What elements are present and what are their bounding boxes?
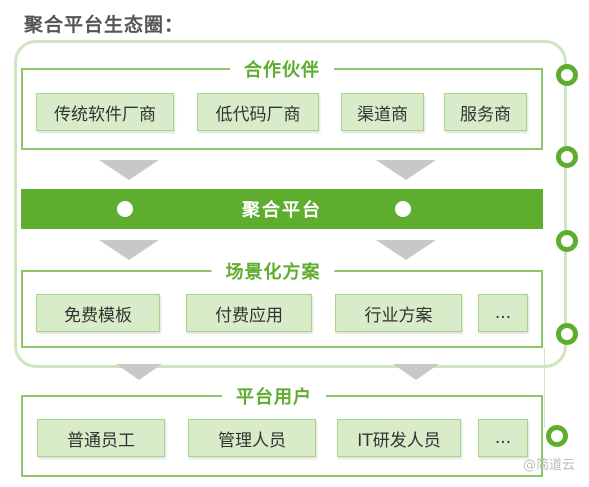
platform-label: 聚合平台 xyxy=(242,200,322,221)
ring-marker-icon xyxy=(556,230,578,252)
arrow-down-icon xyxy=(116,364,162,380)
partners-title: 合作伙伴 xyxy=(230,56,334,82)
partner-chip: 服务商 xyxy=(444,93,527,131)
watermark: @简道云 xyxy=(522,458,575,473)
scenario-chip-more: ... xyxy=(478,294,528,332)
ring-marker-icon xyxy=(556,323,578,345)
partner-chip: 渠道商 xyxy=(341,93,424,131)
arrow-down-icon xyxy=(393,364,439,380)
bar-dot-icon xyxy=(395,201,411,217)
arrow-down-icon xyxy=(376,160,436,180)
scenario-chip: 行业方案 xyxy=(335,294,462,332)
page-title: 聚合平台生态圈： xyxy=(24,14,185,36)
scenario-chip: 付费应用 xyxy=(186,294,312,332)
bar-dot-icon xyxy=(117,201,133,217)
user-chip: IT研发人员 xyxy=(337,419,461,457)
users-title: 平台用户 xyxy=(222,383,326,409)
user-chip: 普通员工 xyxy=(37,419,165,457)
arrow-down-icon xyxy=(99,240,159,260)
scenario-chip: 免费模板 xyxy=(36,294,160,332)
platform-bar: 聚合平台 xyxy=(21,189,543,229)
user-chip-more: ... xyxy=(478,419,528,457)
ring-marker-icon xyxy=(546,425,568,447)
arrow-down-icon xyxy=(99,160,159,180)
partner-chip: 低代码厂商 xyxy=(197,93,319,131)
ring-connector xyxy=(544,348,545,428)
partner-chip: 传统软件厂商 xyxy=(36,93,174,131)
scenarios-title: 场景化方案 xyxy=(211,258,335,284)
ring-marker-icon xyxy=(556,146,578,168)
user-chip: 管理人员 xyxy=(188,419,316,457)
ring-marker-icon xyxy=(556,64,578,86)
arrow-down-icon xyxy=(376,240,436,260)
